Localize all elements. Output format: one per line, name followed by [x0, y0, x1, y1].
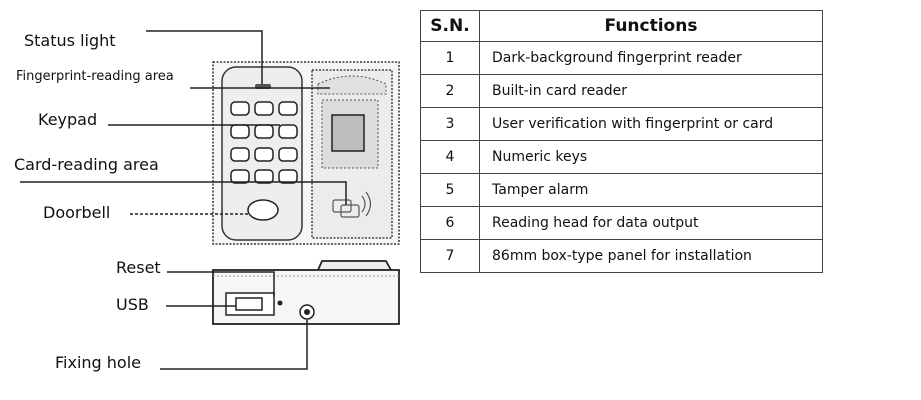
label-usb: USB: [116, 295, 149, 314]
row-function: User verification with fingerprint or ca…: [479, 107, 823, 141]
row-function: Numeric keys: [479, 140, 823, 174]
row-sn: 7: [420, 239, 480, 273]
leader-reset: [167, 271, 275, 296]
doorbell-button: [247, 199, 279, 221]
leader-status-light: [146, 30, 263, 84]
device-front-view: [212, 61, 400, 245]
row-function: Tamper alarm: [479, 173, 823, 207]
functions-table: S.N. Functions 1 Dark-background fingerp…: [420, 10, 823, 273]
usb-port: [235, 297, 263, 311]
label-fingerprint-area: Fingerprint-reading area: [16, 69, 174, 84]
header-functions: Functions: [479, 10, 823, 42]
table-row: 3 User verification with fingerprint or …: [420, 107, 823, 141]
table-row: 1 Dark-background fingerprint reader: [420, 41, 823, 75]
row-function: Dark-background fingerprint reader: [479, 41, 823, 75]
row-sn: 6: [420, 206, 480, 240]
table-row: 5 Tamper alarm: [420, 173, 823, 207]
leader-lines: [20, 30, 347, 370]
row-function: 86mm box-type panel for installation: [479, 239, 823, 273]
reset-button: [277, 300, 283, 306]
fingerprint-sensor: [331, 114, 365, 152]
card-symbol: [332, 191, 372, 218]
row-sn: 1: [420, 41, 480, 75]
label-card-area: Card-reading area: [14, 155, 159, 174]
row-function: Reading head for data output: [479, 206, 823, 240]
row-sn: 2: [420, 74, 480, 108]
row-sn: 3: [420, 107, 480, 141]
header-sn: S.N.: [420, 10, 480, 42]
table-row: 7 86mm box-type panel for installation: [420, 239, 823, 273]
label-fixing-hole: Fixing hole: [55, 353, 141, 372]
row-function: Built-in card reader: [479, 74, 823, 108]
device-side-view: [212, 260, 400, 325]
label-status-light: Status light: [24, 31, 116, 50]
leader-card-area: [20, 181, 347, 205]
row-sn: 4: [420, 140, 480, 174]
label-doorbell: Doorbell: [43, 203, 111, 222]
table-row: 4 Numeric keys: [420, 140, 823, 174]
keypad-keys: [230, 101, 298, 184]
table-header-row: S.N. Functions: [420, 10, 823, 42]
fixing-hole-inner: [304, 309, 310, 315]
label-keypad: Keypad: [38, 110, 98, 129]
label-reset: Reset: [116, 258, 161, 277]
table-row: 6 Reading head for data output: [420, 206, 823, 240]
leader-fixing-hole: [160, 320, 308, 370]
row-sn: 5: [420, 173, 480, 207]
table-row: 2 Built-in card reader: [420, 74, 823, 108]
